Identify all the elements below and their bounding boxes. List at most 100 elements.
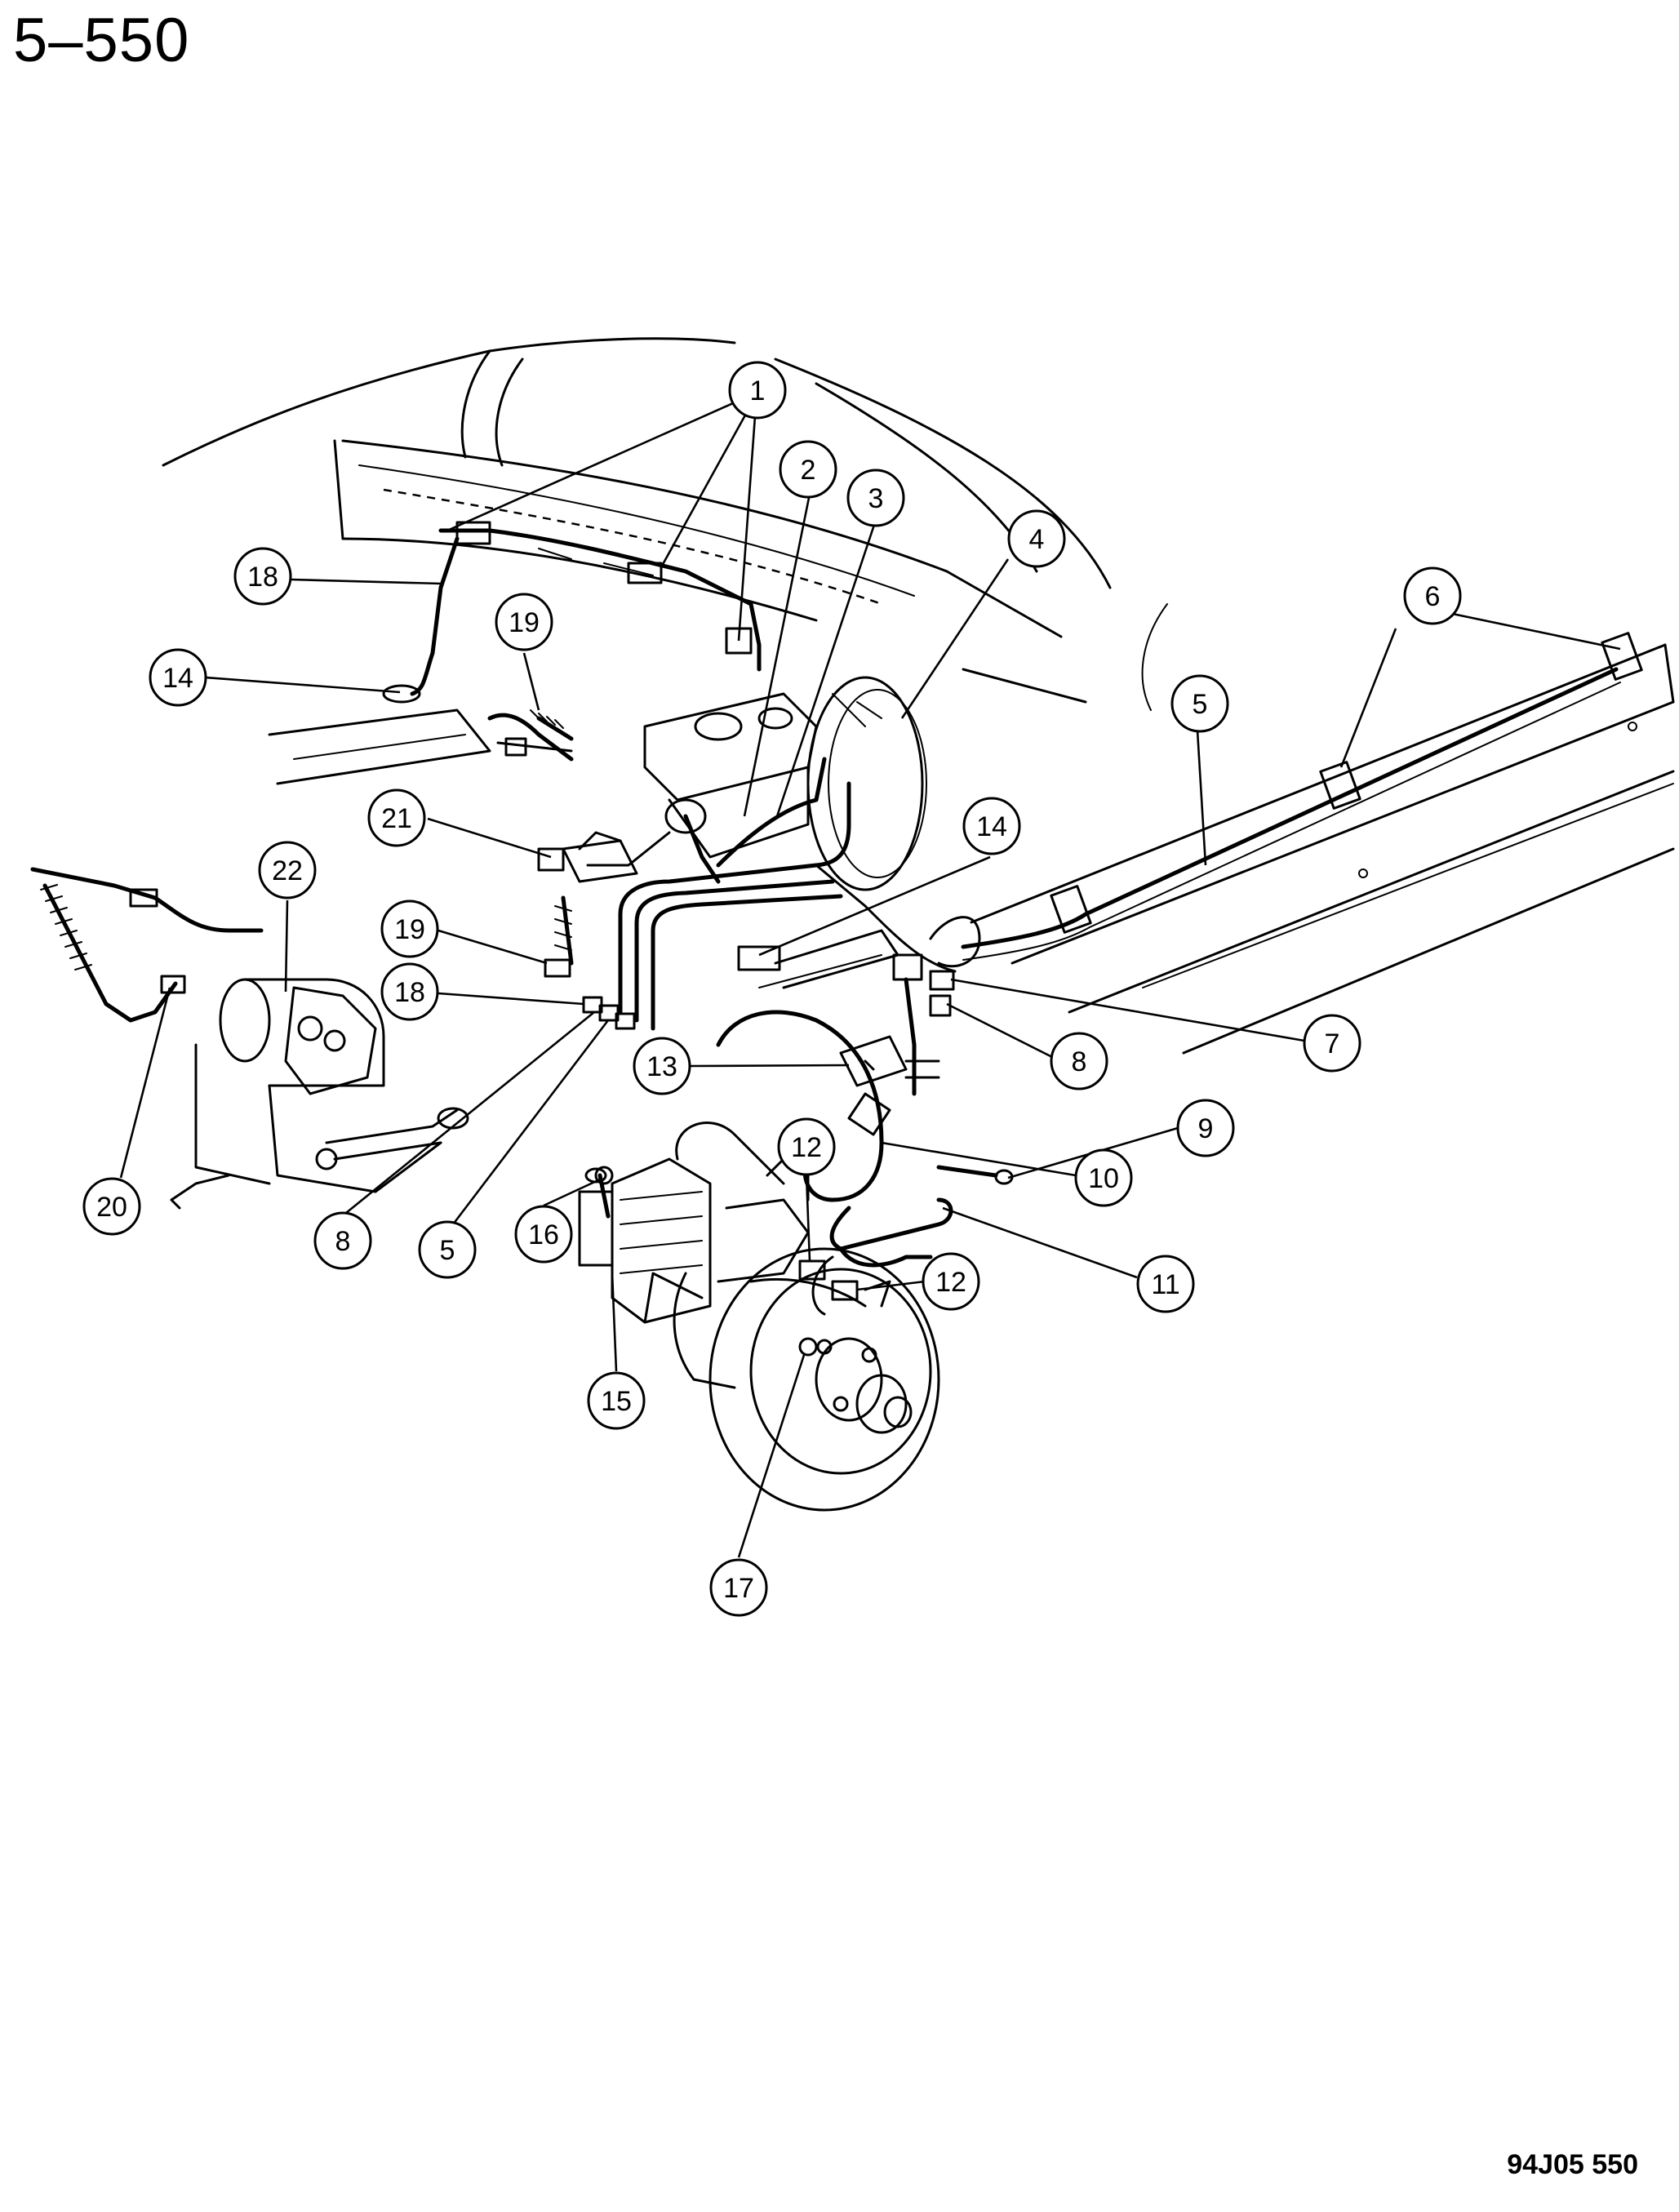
callout-5: 5 — [1170, 674, 1229, 733]
bracket-bolt — [936, 1165, 1014, 1185]
brake-rotor — [708, 1247, 940, 1512]
callout-13: 13 — [633, 1037, 691, 1095]
callout-label: 1 — [750, 375, 766, 406]
callout-circle — [1007, 509, 1066, 568]
callout-20: 20 — [82, 1177, 141, 1236]
caliper-hose-loop — [716, 916, 981, 1202]
callout-label: 20 — [96, 1192, 127, 1223]
callout-label: 19 — [509, 607, 540, 638]
callout-circle — [1074, 1148, 1133, 1207]
callout-circle — [418, 1220, 477, 1279]
callout-11: 11 — [1136, 1255, 1195, 1313]
callout-19: 19 — [495, 593, 553, 651]
left-fittings — [582, 996, 636, 1030]
callout-circle — [380, 962, 439, 1021]
callout-14: 14 — [149, 648, 207, 707]
callout-circle — [962, 797, 1021, 855]
booster-fittings — [737, 929, 899, 989]
hard-brake-lines — [487, 713, 957, 1031]
callout-label: 21 — [381, 803, 412, 834]
callout-8: 8 — [313, 1211, 372, 1270]
callout-label: 17 — [723, 1573, 754, 1604]
brake-booster — [806, 676, 927, 891]
callout-9: 9 — [1176, 1099, 1235, 1157]
callout-circle — [149, 648, 207, 707]
callout-circle — [514, 1205, 573, 1264]
callout-label: 15 — [601, 1386, 632, 1417]
callout-label: 18 — [394, 977, 425, 1008]
callout-14: 14 — [962, 797, 1021, 855]
callout-6: 6 — [1403, 566, 1462, 625]
callout-label: 3 — [868, 483, 884, 514]
fender-outline — [162, 337, 1168, 711]
callout-circle — [82, 1177, 141, 1236]
callout-16: 16 — [514, 1205, 573, 1264]
callout-circle — [495, 593, 553, 651]
callout-21: 21 — [367, 788, 426, 847]
callout-circle — [1050, 1032, 1108, 1090]
callout-label: 11 — [1151, 1269, 1179, 1300]
callout-label: 8 — [335, 1226, 351, 1257]
callout-circle — [313, 1211, 372, 1270]
callout-2: 2 — [779, 440, 837, 499]
chassis-plate — [268, 708, 491, 785]
callout-circle — [1170, 674, 1229, 733]
callout-label: 2 — [801, 455, 816, 486]
brake-caliper — [578, 1157, 712, 1324]
frame-brake-line — [961, 632, 1643, 961]
proportioning-valve — [537, 831, 638, 883]
callout-circle — [779, 440, 837, 499]
callout-4: 4 — [1007, 509, 1066, 568]
callout-19: 19 — [380, 899, 439, 958]
callout-circle — [922, 1252, 980, 1311]
hcu-brake-hose — [30, 867, 264, 1023]
callout-circle — [1303, 1014, 1361, 1073]
callout-circle — [777, 1117, 836, 1176]
callout-label: 4 — [1029, 524, 1045, 555]
callout-label: 10 — [1088, 1163, 1119, 1194]
brake-system-artwork — [30, 337, 1675, 1512]
callout-leader-lines — [119, 398, 1621, 1558]
callout-label: 14 — [976, 811, 1007, 842]
callout-circle — [1136, 1255, 1195, 1313]
page-number: 5–550 — [13, 6, 190, 75]
callout-label: 8 — [1072, 1046, 1087, 1077]
callout-17: 17 — [709, 1558, 768, 1617]
hose-bracket — [839, 1035, 908, 1087]
callout-circle — [633, 1037, 691, 1095]
callout-circle — [709, 1558, 768, 1617]
callout-label: 18 — [247, 562, 278, 593]
callout-label: 14 — [162, 663, 193, 694]
callout-18: 18 — [233, 547, 292, 606]
frame-rail — [970, 643, 1675, 1055]
callout-label: 16 — [528, 1219, 559, 1250]
callout-circle — [587, 1371, 646, 1430]
callout-10: 10 — [1074, 1148, 1133, 1207]
callout-7: 7 — [1303, 1014, 1361, 1073]
figure-code: 94J05 550 — [1507, 2149, 1638, 2180]
callout-8: 8 — [1050, 1032, 1108, 1090]
callout-label: 5 — [440, 1235, 455, 1266]
callout-circle — [258, 841, 317, 899]
callout-label: 7 — [1325, 1028, 1340, 1059]
callouts: 1234561819142122191814137891012111216582… — [82, 361, 1462, 1617]
callout-12: 12 — [922, 1252, 980, 1311]
callout-label: 12 — [935, 1267, 966, 1298]
callout-3: 3 — [846, 469, 905, 527]
callout-1: 1 — [728, 361, 787, 420]
callout-15: 15 — [587, 1371, 646, 1430]
right-fittings — [929, 970, 955, 1017]
callout-label: 22 — [272, 855, 303, 886]
callout-label: 19 — [394, 914, 425, 945]
callout-circle — [1176, 1099, 1235, 1157]
hydraulic-control-unit — [170, 978, 469, 1210]
callout-circle — [367, 788, 426, 847]
callout-label: 12 — [791, 1132, 822, 1163]
callout-5: 5 — [418, 1220, 477, 1279]
callout-circle — [728, 361, 787, 420]
callout-circle — [846, 469, 905, 527]
callout-circle — [1403, 566, 1462, 625]
callout-label: 6 — [1425, 581, 1441, 612]
callout-12: 12 — [777, 1117, 836, 1176]
